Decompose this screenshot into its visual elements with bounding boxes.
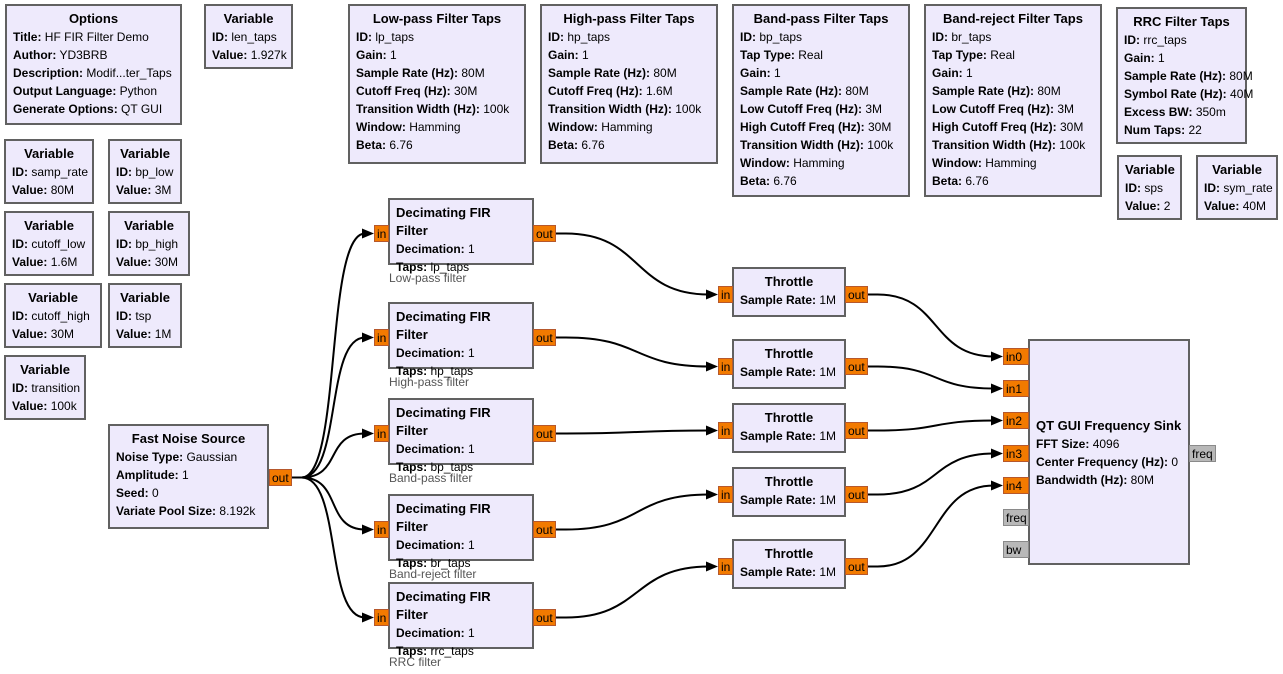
connection-bandpass-to-throttle-3[interactable] xyxy=(555,429,710,435)
arrowhead-icon xyxy=(706,289,718,300)
lowpass-taps-block[interactable]: Low-pass Filter Taps ID: lp_taps Gain: 1… xyxy=(348,4,526,164)
throttle-1-out-port[interactable]: out xyxy=(845,286,868,303)
options-block[interactable]: Options Title: HF FIR Filter Demo Author… xyxy=(5,4,182,125)
arrowhead-icon xyxy=(706,425,718,436)
throttle-5-out-port[interactable]: out xyxy=(845,558,868,575)
fir-lowpass-in-port[interactable]: in xyxy=(374,225,390,242)
fir-highpass-in-port[interactable]: in xyxy=(374,329,390,346)
noise-out-port[interactable]: out xyxy=(269,469,292,486)
throttle-4-in-port[interactable]: in xyxy=(718,486,734,503)
connection-throttle-3-to-sink[interactable] xyxy=(867,419,995,432)
variable-len-taps[interactable]: Variable ID: len_taps Value: 1.927k xyxy=(204,4,293,69)
fir-rrc-in-port[interactable]: in xyxy=(374,609,390,626)
throttle-3-in-port[interactable]: in xyxy=(718,422,734,439)
connection-throttle-1-to-sink[interactable] xyxy=(867,293,995,358)
fir-filter-highpass[interactable]: Decimating FIR Filter Decimation: 1 Taps… xyxy=(388,302,534,378)
fir-rrc-comment: RRC filter xyxy=(389,655,442,669)
arrowhead-icon xyxy=(706,361,718,372)
option-title: Title: HF FIR Filter Demo xyxy=(13,30,149,44)
throttle-4-out-port[interactable]: out xyxy=(845,486,868,503)
connection-rrc-to-throttle-5[interactable] xyxy=(555,565,710,619)
connection-noise-to-rrc[interactable] xyxy=(291,476,366,619)
rrc-taps-block[interactable]: RRC Filter Taps ID: rrc_taps Gain: 1 Sam… xyxy=(1116,7,1253,144)
sink-in1-port[interactable]: in1 xyxy=(1003,380,1029,397)
variable-bp-high[interactable]: Variable ID: bp_high Value: 30M xyxy=(108,211,190,276)
throttle-1-in-port[interactable]: in xyxy=(718,286,734,303)
highpass-taps-block[interactable]: High-pass Filter Taps ID: hp_taps Gain: … xyxy=(540,4,718,164)
variable-samp-rate[interactable]: Variable ID: samp_rate Value: 80M xyxy=(4,139,94,204)
arrowhead-icon xyxy=(991,480,1003,491)
arrowhead-icon xyxy=(362,428,374,439)
throttle-4[interactable]: Throttle Sample Rate: 1M xyxy=(732,467,846,517)
fir-bandpass-out-port[interactable]: out xyxy=(533,425,556,442)
connection-lowpass-to-throttle-1[interactable] xyxy=(555,232,710,296)
connection-throttle-2-to-sink[interactable] xyxy=(867,365,995,390)
option-output-language: Output Language: Python xyxy=(13,84,158,98)
fir-highpass-comment: High-pass filter xyxy=(389,375,470,389)
arrowhead-icon xyxy=(362,524,374,535)
arrowhead-icon xyxy=(706,561,718,572)
sink-freq-msg-in-port[interactable]: freq xyxy=(1003,509,1029,526)
fast-noise-source-block[interactable]: Fast Noise Source Noise Type: Gaussian A… xyxy=(108,424,269,529)
connection-noise-to-lowpass[interactable] xyxy=(291,232,366,479)
fir-filter-rrc[interactable]: Decimating FIR Filter Decimation: 1 Taps… xyxy=(388,582,534,658)
fir-filter-bandpass[interactable]: Decimating FIR Filter Decimation: 1 Taps… xyxy=(388,398,534,474)
arrowhead-icon xyxy=(991,448,1003,459)
fir-highpass-out-port[interactable]: out xyxy=(533,329,556,346)
fir-bandpass-in-port[interactable]: in xyxy=(374,425,390,442)
sink-in0-port[interactable]: in0 xyxy=(1003,348,1029,365)
connection-throttle-4-to-sink[interactable] xyxy=(867,452,995,496)
arrowhead-icon xyxy=(991,351,1003,362)
fir-lowpass-comment: Low-pass filter xyxy=(389,271,467,285)
variable-cutoff-high[interactable]: Variable ID: cutoff_high Value: 30M xyxy=(4,283,102,348)
connection-noise-to-bandpass[interactable] xyxy=(291,432,366,479)
throttle-2-out-port[interactable]: out xyxy=(845,358,868,375)
fir-rrc-out-port[interactable]: out xyxy=(533,609,556,626)
arrowhead-icon xyxy=(991,383,1003,394)
variable-transition[interactable]: Variable ID: transition Value: 100k xyxy=(4,355,86,420)
fir-filter-lowpass[interactable]: Decimating FIR Filter Decimation: 1 Taps… xyxy=(388,198,534,274)
fir-bandreject-out-port[interactable]: out xyxy=(533,521,556,538)
throttle-1[interactable]: Throttle Sample Rate: 1M xyxy=(732,267,846,317)
connection-noise-to-highpass[interactable] xyxy=(291,336,366,479)
connection-highpass-to-throttle-2[interactable] xyxy=(555,336,710,368)
variable-sps[interactable]: Variable ID: sps Value: 2 xyxy=(1117,155,1182,220)
arrowhead-icon xyxy=(362,612,374,623)
variable-bp-low[interactable]: Variable ID: bp_low Value: 3M xyxy=(108,139,182,204)
arrowhead-icon xyxy=(362,228,374,239)
option-description: Description: Modif...ter_Taps xyxy=(13,66,172,80)
throttle-3-out-port[interactable]: out xyxy=(845,422,868,439)
bandreject-taps-block[interactable]: Band-reject Filter Taps ID: br_taps Tap … xyxy=(924,4,1102,197)
arrowhead-icon xyxy=(706,489,718,500)
connection-throttle-5-to-sink[interactable] xyxy=(867,484,995,568)
block-title: Options xyxy=(68,11,119,26)
throttle-5-in-port[interactable]: in xyxy=(718,558,734,575)
fir-bandreject-comment: Band-reject filter xyxy=(389,567,477,581)
variable-sym-rate[interactable]: Variable ID: sym_rate Value: 40M xyxy=(1196,155,1278,220)
throttle-2-in-port[interactable]: in xyxy=(718,358,734,375)
arrowhead-icon xyxy=(991,415,1003,426)
fir-bandpass-comment: Band-pass filter xyxy=(389,471,473,485)
option-generate-options: Generate Options: QT GUI xyxy=(13,102,163,116)
bandpass-taps-block[interactable]: Band-pass Filter Taps ID: bp_taps Tap Ty… xyxy=(732,4,910,197)
fir-filter-bandreject[interactable]: Decimating FIR Filter Decimation: 1 Taps… xyxy=(388,494,534,570)
sink-in2-port[interactable]: in2 xyxy=(1003,412,1029,429)
qt-gui-frequency-sink[interactable]: QT GUI Frequency Sink FFT Size: 4096 Cen… xyxy=(1028,339,1190,565)
throttle-3[interactable]: Throttle Sample Rate: 1M xyxy=(732,403,846,453)
sink-bw-msg-in-port[interactable]: bw xyxy=(1003,541,1029,558)
throttle-5[interactable]: Throttle Sample Rate: 1M xyxy=(732,539,846,589)
sink-in3-port[interactable]: in3 xyxy=(1003,445,1029,462)
sink-in4-port[interactable]: in4 xyxy=(1003,477,1029,494)
fir-lowpass-out-port[interactable]: out xyxy=(533,225,556,242)
arrowhead-icon xyxy=(362,332,374,343)
throttle-2[interactable]: Throttle Sample Rate: 1M xyxy=(732,339,846,389)
option-author: Author: YD3BRB xyxy=(13,48,108,62)
variable-tsp[interactable]: Variable ID: tsp Value: 1M xyxy=(108,283,182,348)
fir-bandreject-in-port[interactable]: in xyxy=(374,521,390,538)
connection-bandreject-to-throttle-4[interactable] xyxy=(555,493,710,531)
connection-noise-to-bandreject[interactable] xyxy=(291,476,366,531)
sink-freq-msg-out-port[interactable]: freq xyxy=(1189,445,1216,462)
variable-cutoff-low[interactable]: Variable ID: cutoff_low Value: 1.6M xyxy=(4,211,94,276)
